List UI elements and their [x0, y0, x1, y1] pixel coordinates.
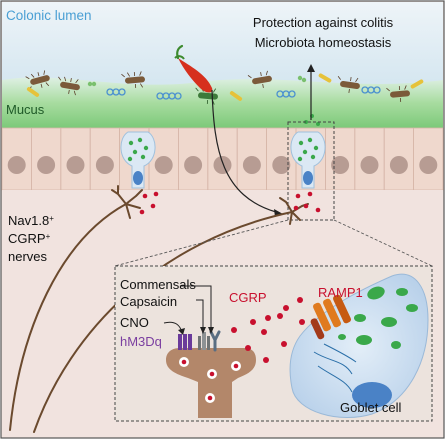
inset-goblet-cell — [289, 273, 429, 418]
cgrp-nerve-text: CGRP — [8, 231, 46, 246]
cgrp-nerve-sup: + — [46, 232, 51, 241]
commensal-receptor-icon — [209, 330, 221, 352]
zoom-connector-right — [333, 219, 433, 267]
bacterium — [247, 70, 272, 88]
protection-arrow — [307, 64, 315, 120]
goblet-cell-label: Goblet cell — [340, 400, 402, 415]
inset-nerve-terminal — [166, 348, 256, 418]
cgrp-dots-upper — [139, 191, 321, 215]
bacterium — [58, 76, 80, 96]
capsaicin-receptor-icon — [198, 332, 210, 350]
ramp1-receptor-icon — [310, 294, 351, 340]
nerve-label-nav18: Nav1.8+ — [8, 213, 54, 228]
hm3dq-label: hM3Dq — [120, 334, 162, 349]
cell-nucleus — [331, 156, 350, 174]
cell-nucleus — [95, 156, 114, 174]
goblet-cell-left — [120, 131, 156, 189]
ramp1-label: RAMP1 — [318, 285, 363, 300]
cell-nucleus — [389, 156, 408, 174]
rod-bacterium — [318, 73, 332, 83]
rod-bacterium — [229, 91, 243, 101]
capsaicin-label: Capsaicin — [120, 294, 177, 309]
cocci — [87, 75, 307, 87]
cell-nucleus — [184, 156, 203, 174]
colonic-lumen-region — [2, 2, 443, 88]
colonic-lumen-label: Colonic lumen — [6, 8, 92, 23]
cgrp-dots-inset — [231, 297, 305, 363]
rod-bacterium — [26, 87, 40, 97]
cell-nucleus — [272, 156, 291, 174]
bacterium — [386, 85, 410, 103]
bacterium — [121, 71, 145, 89]
nav18-sup: + — [49, 214, 54, 223]
capsaicin-signal-arrow — [211, 89, 277, 213]
cell-nucleus — [37, 156, 56, 174]
rod-bacterium — [410, 79, 424, 89]
cell-nucleus — [360, 156, 379, 174]
cell-nucleus — [213, 156, 232, 174]
nerve-label-nerves: nerves — [8, 249, 48, 264]
nav18-text: Nav1.8 — [8, 213, 49, 228]
protection-label: Protection against colitis — [253, 15, 394, 30]
cell-nucleus — [154, 156, 173, 174]
ligand-arrowheads — [178, 327, 214, 335]
cell-nucleus — [242, 156, 261, 174]
mucus-label: Mucus — [6, 102, 45, 117]
cno-label: CNO — [120, 315, 149, 330]
nerve-label-cgrp: CGRP+ — [8, 231, 51, 246]
hm3dq-receptor-icon — [178, 334, 192, 350]
bacteria-group — [25, 70, 424, 105]
zoom-region-box — [287, 121, 335, 221]
cell-nucleus — [66, 156, 85, 174]
cell-nucleus — [7, 156, 26, 174]
bacterium — [337, 76, 360, 93]
chili-pepper-icon — [174, 44, 213, 93]
homeostasis-label: Microbiota homeostasis — [255, 35, 392, 50]
cell-nucleus — [419, 156, 438, 174]
commensals-label: Commensals — [120, 277, 196, 292]
cgrp-label: CGRP — [229, 290, 267, 305]
chain-bacteria — [106, 86, 381, 100]
